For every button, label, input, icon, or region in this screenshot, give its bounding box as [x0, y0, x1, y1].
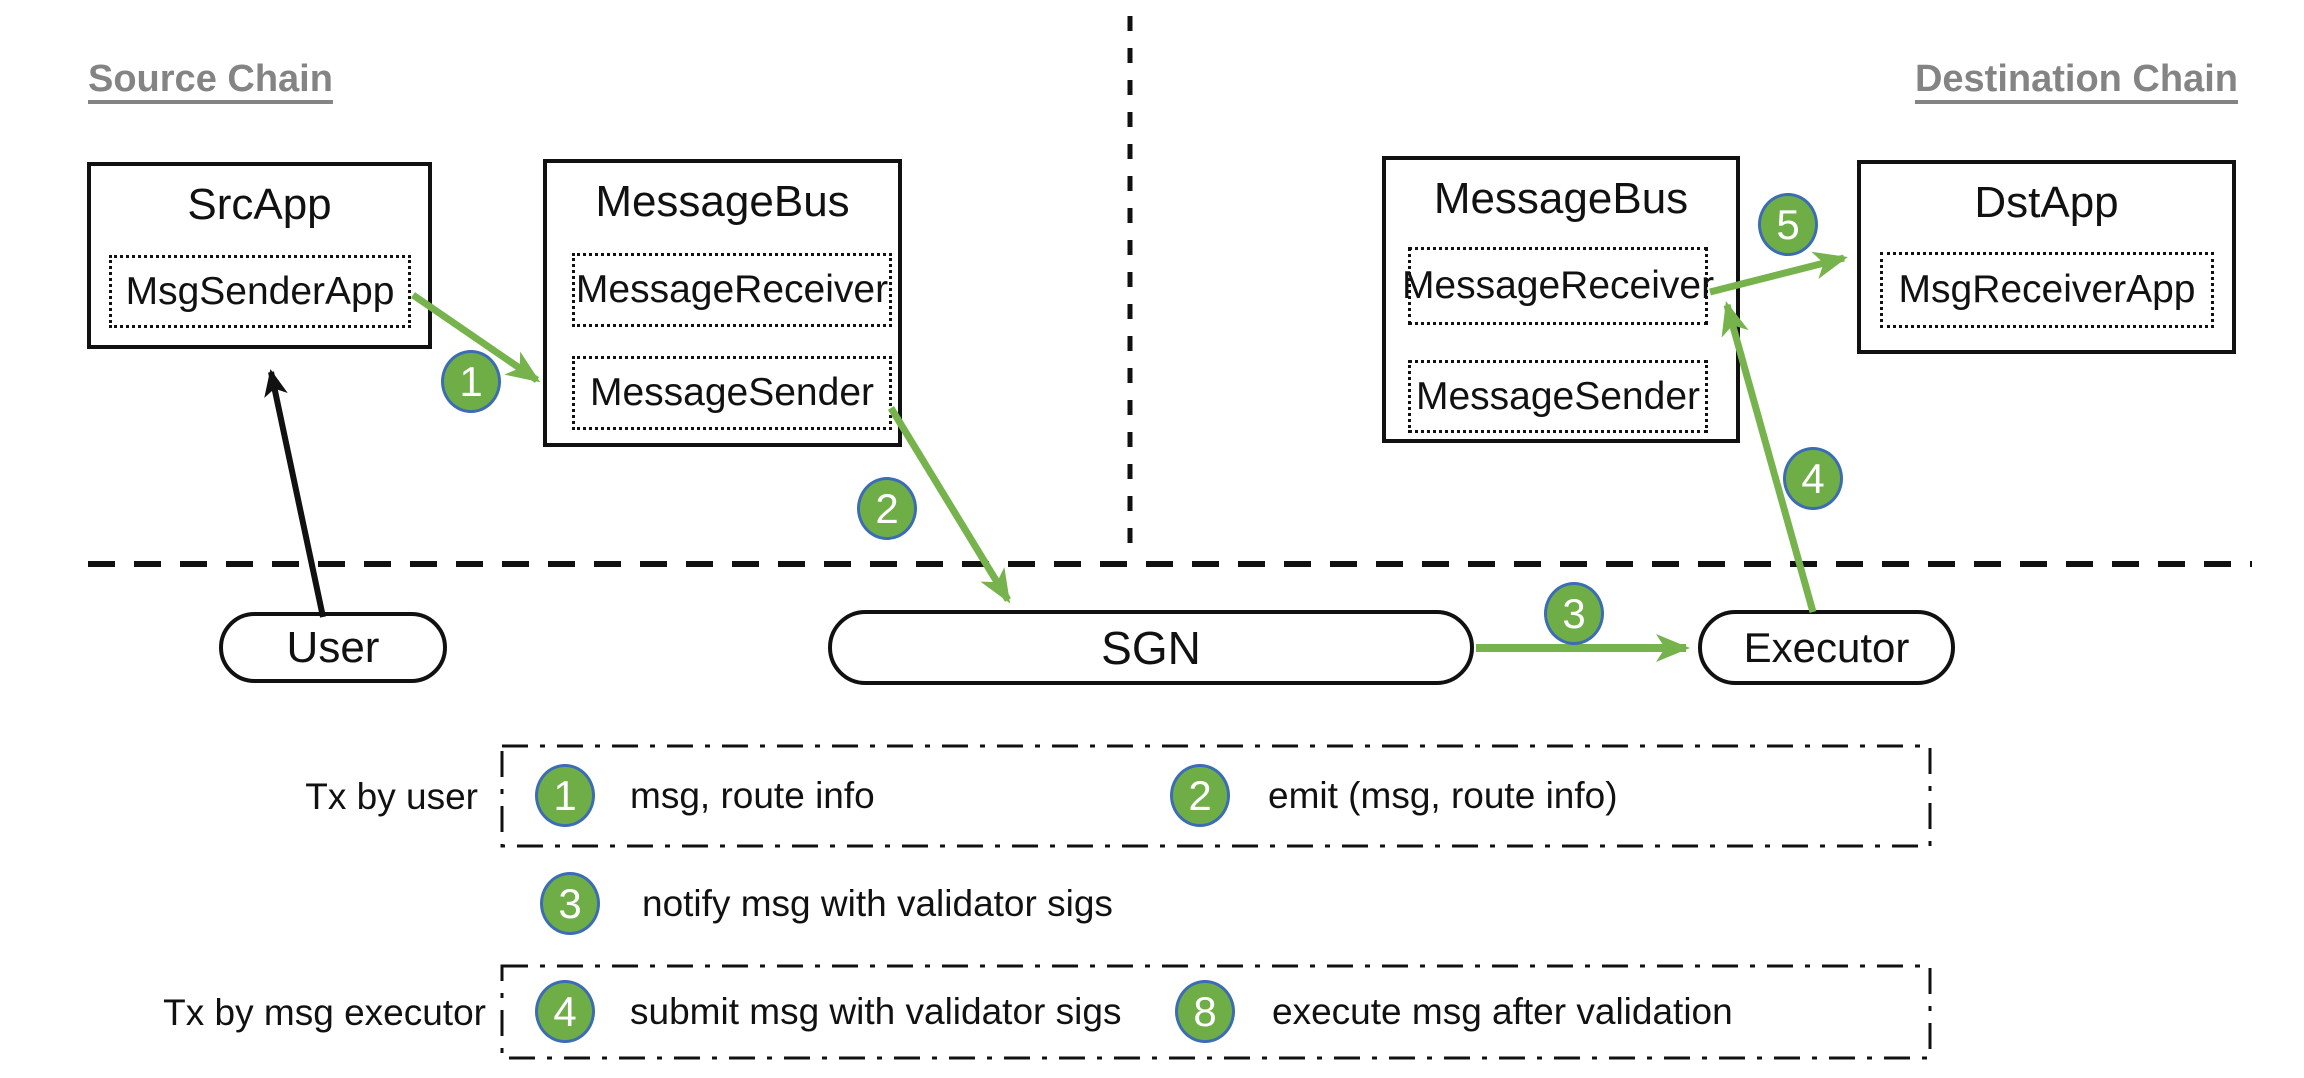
legend-item-5-text: execute msg after validation — [1272, 990, 1733, 1032]
executor-pill: Executor — [1698, 610, 1955, 685]
legend-item-3-text: notify msg with validator sigs — [642, 882, 1113, 924]
sgn-pill: SGN — [828, 610, 1474, 685]
destination-chain-label: Destination Chain — [1914, 58, 2238, 100]
message-receiver-left-box: MessageReceiver — [572, 253, 892, 327]
step-badge-2: 2 — [857, 477, 917, 540]
message-receiver-right-box: MessageReceiver — [1402, 247, 1714, 325]
user-to-srcapp-arrow — [264, 369, 326, 618]
user-label: User — [286, 622, 380, 672]
message-bus-right-title: MessageBus — [1433, 174, 1689, 223]
legend-row1-label: Tx by user — [305, 776, 478, 817]
legend-item-2-number: 2 — [1188, 771, 1212, 819]
step-badge-3-number: 3 — [1562, 589, 1586, 637]
step-badge-2-number: 2 — [875, 484, 899, 532]
legend-item-4-text: submit msg with validator sigs — [630, 990, 1122, 1032]
msg-sender-app-label: MsgSenderApp — [125, 269, 395, 313]
legend-item-1-badge: 1 — [535, 764, 595, 827]
legend-item-2-text: emit (msg, route info) — [1268, 774, 1618, 816]
message-receiver-right-label: MessageReceiver — [1401, 264, 1715, 307]
message-sender-left-box: MessageSender — [572, 356, 892, 430]
message-bus-left-title: MessageBus — [595, 177, 850, 226]
message-sender-left-label: MessageSender — [589, 371, 874, 414]
step-badge-3: 3 — [1544, 582, 1604, 645]
legend-item-5-badge: 8 — [1175, 980, 1235, 1043]
step-badge-4: 4 — [1783, 447, 1843, 510]
msg-sender-app-box: MsgSenderApp — [109, 255, 411, 328]
legend-row2-label: Tx by msg executor — [163, 992, 486, 1033]
user-pill: User — [219, 612, 447, 683]
step-badge-1-number: 1 — [459, 357, 483, 405]
legend-item-3-number: 3 — [558, 879, 582, 927]
message-sender-right-box: MessageSender — [1408, 360, 1708, 433]
source-chain-label: Source Chain — [88, 58, 333, 100]
src-app-title: SrcApp — [187, 180, 332, 229]
dst-app-title: DstApp — [1974, 178, 2119, 227]
legend-item-3-badge: 3 — [540, 872, 600, 935]
step-badge-5: 5 — [1758, 193, 1818, 256]
step-badge-1: 1 — [441, 350, 501, 413]
executor-label: Executor — [1743, 623, 1910, 671]
message-receiver-left-label: MessageReceiver — [575, 268, 889, 311]
message-sender-right-label: MessageSender — [1415, 374, 1700, 418]
legend-item-5-number: 8 — [1193, 987, 1217, 1035]
legend-item-1-text: msg, route info — [630, 774, 875, 816]
step-badge-4-number: 4 — [1801, 454, 1825, 502]
msg-receiver-app-label: MsgReceiverApp — [1898, 268, 2196, 311]
legend-item-1-number: 1 — [553, 771, 577, 819]
msg-receiver-app-box: MsgReceiverApp — [1880, 252, 2214, 328]
legend-item-2-badge: 2 — [1170, 764, 1230, 827]
sgn-label: SGN — [1101, 621, 1201, 674]
step-badge-5-number: 5 — [1776, 200, 1800, 248]
legend-item-4-badge: 4 — [535, 980, 595, 1043]
legend-item-4-number: 4 — [553, 987, 577, 1035]
